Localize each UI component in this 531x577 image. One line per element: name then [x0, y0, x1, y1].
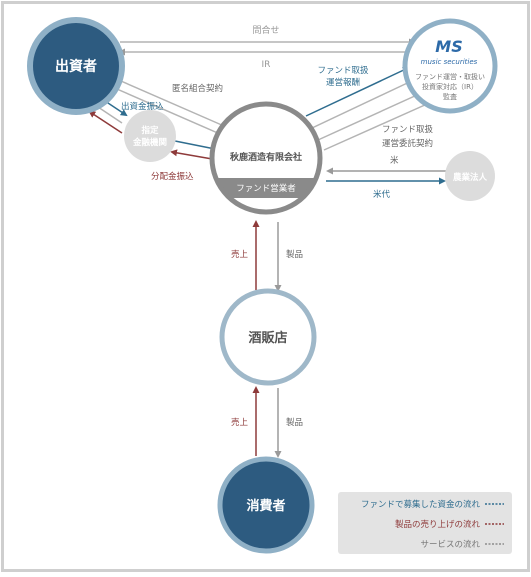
sales-label-lower: 売上 [231, 417, 249, 428]
contract-line-1 [113, 77, 225, 127]
music-tagline: music securities [421, 58, 478, 66]
anonymous-contract-label: 匿名組合契約 [172, 83, 223, 94]
ir-label: IR [262, 60, 271, 70]
product-label-upper: 製品 [286, 249, 303, 260]
inquiry-label: 問合せ [252, 24, 279, 36]
legend-item-sales: 製品の売り上げの流れ [395, 519, 481, 530]
rice-label: 米 [390, 155, 399, 166]
fund-fee-label-2: 運営報酬 [326, 77, 360, 88]
product-label-lower: 製品 [286, 417, 303, 428]
music-desc-3: 監査 [443, 92, 457, 101]
legend: ファンドで募集した資金の流れ 製品の売り上げの流れ サービスの流れ [338, 492, 512, 554]
fund-contract-label-1: ファンド取扱 [382, 124, 434, 135]
consumer-node: 消費者 [217, 456, 315, 554]
store-label: 酒販店 [248, 330, 287, 346]
legend-box [338, 492, 512, 554]
music-logo-icon: MS [435, 37, 462, 56]
investor-node: 出資者 [27, 17, 125, 115]
fund-fee-label-1: ファンド取扱 [317, 65, 369, 76]
farm-node: 農業法人 [445, 151, 495, 201]
company-role-band [212, 178, 320, 198]
bank-label-2: 金融機関 [132, 137, 167, 148]
legend-item-service: サービスの流れ [420, 539, 480, 550]
bank-label-1: 指定 [141, 125, 159, 136]
rice-payment-label: 米代 [373, 189, 391, 200]
music-desc-1: ファンド運営・取扱い [415, 72, 485, 81]
sales-label-upper: 売上 [231, 249, 249, 260]
bank-node: 指定 金融機関 [124, 110, 176, 162]
fund-fee-flow [305, 66, 410, 117]
music-securities-node: MS music securities ファンド運営・取扱い 投資家対応（IR）… [402, 18, 498, 114]
music-desc-2: 投資家対応（IR） [422, 82, 478, 91]
service-line-b [317, 89, 429, 141]
company-node: 秋鹿酒造有限会社 ファンド営業者 [209, 101, 323, 215]
legend-item-fund: ファンドで募集した資金の流れ [361, 499, 481, 510]
fund-contract-label-2: 運営委託契約 [382, 138, 433, 149]
investment-transfer-label: 出資金振込 [121, 101, 164, 112]
investor-label: 出資者 [55, 58, 97, 75]
distribution-flow-2 [88, 110, 123, 134]
consumer-label: 消費者 [246, 498, 285, 514]
service-line-a [311, 77, 419, 129]
farm-label: 農業法人 [453, 172, 488, 183]
distribution-transfer-label: 分配金振込 [151, 171, 194, 182]
company-role: ファンド営業者 [236, 183, 296, 194]
company-label: 秋鹿酒造有限会社 [229, 151, 302, 163]
service-line-c [323, 99, 437, 151]
store-node: 酒販店 [219, 288, 317, 386]
contract-line-2 [109, 85, 221, 135]
